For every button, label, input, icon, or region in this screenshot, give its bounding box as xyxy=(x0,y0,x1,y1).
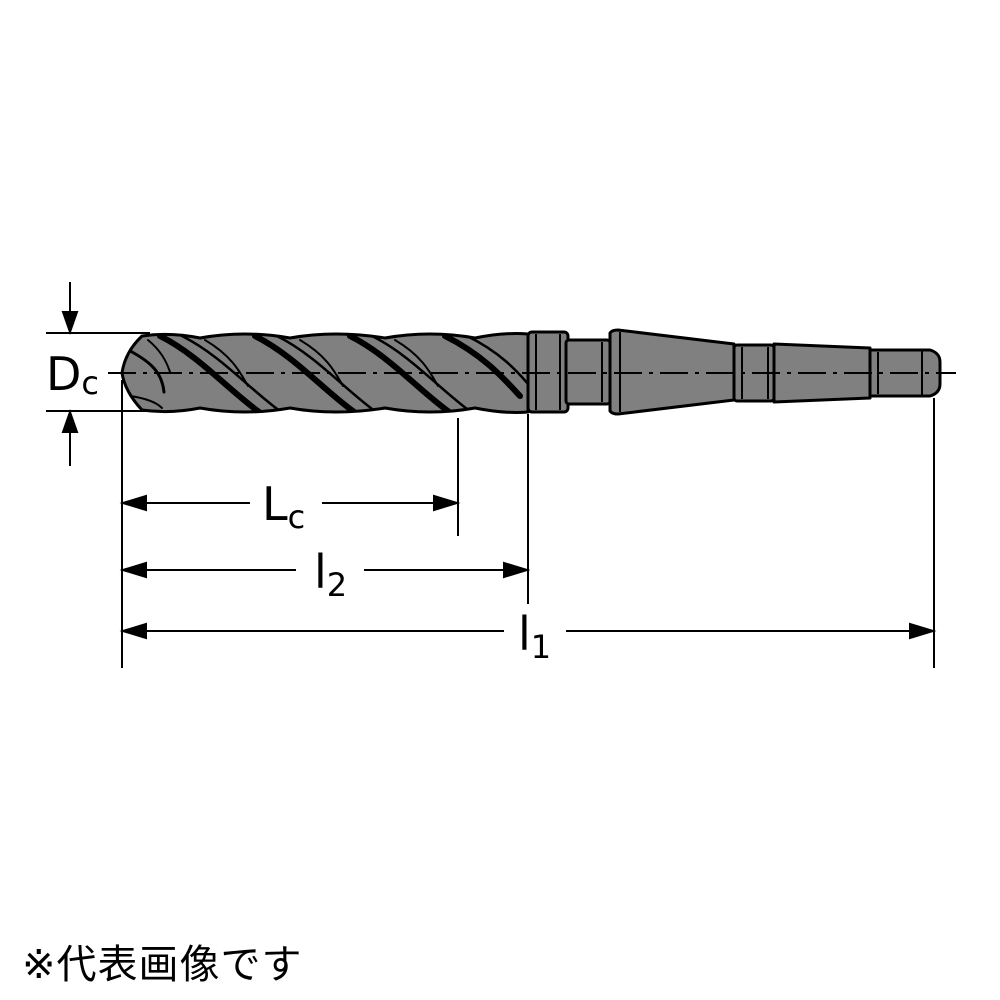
label-l2: l2 xyxy=(314,545,347,604)
label-lc: Lc xyxy=(262,477,305,536)
label-dc: Dc xyxy=(46,347,99,402)
diameter-arrows xyxy=(61,282,79,466)
length-extension-lines xyxy=(121,380,935,668)
representative-image-note: ※代表画像です xyxy=(22,942,303,988)
diameter-extension-lines xyxy=(46,332,150,412)
l1-dimension-line xyxy=(119,622,937,640)
lc-dimension-line xyxy=(119,494,461,512)
l2-dimension-line xyxy=(119,561,531,579)
label-l1: l1 xyxy=(518,607,551,666)
drill-flute-body xyxy=(120,332,530,414)
